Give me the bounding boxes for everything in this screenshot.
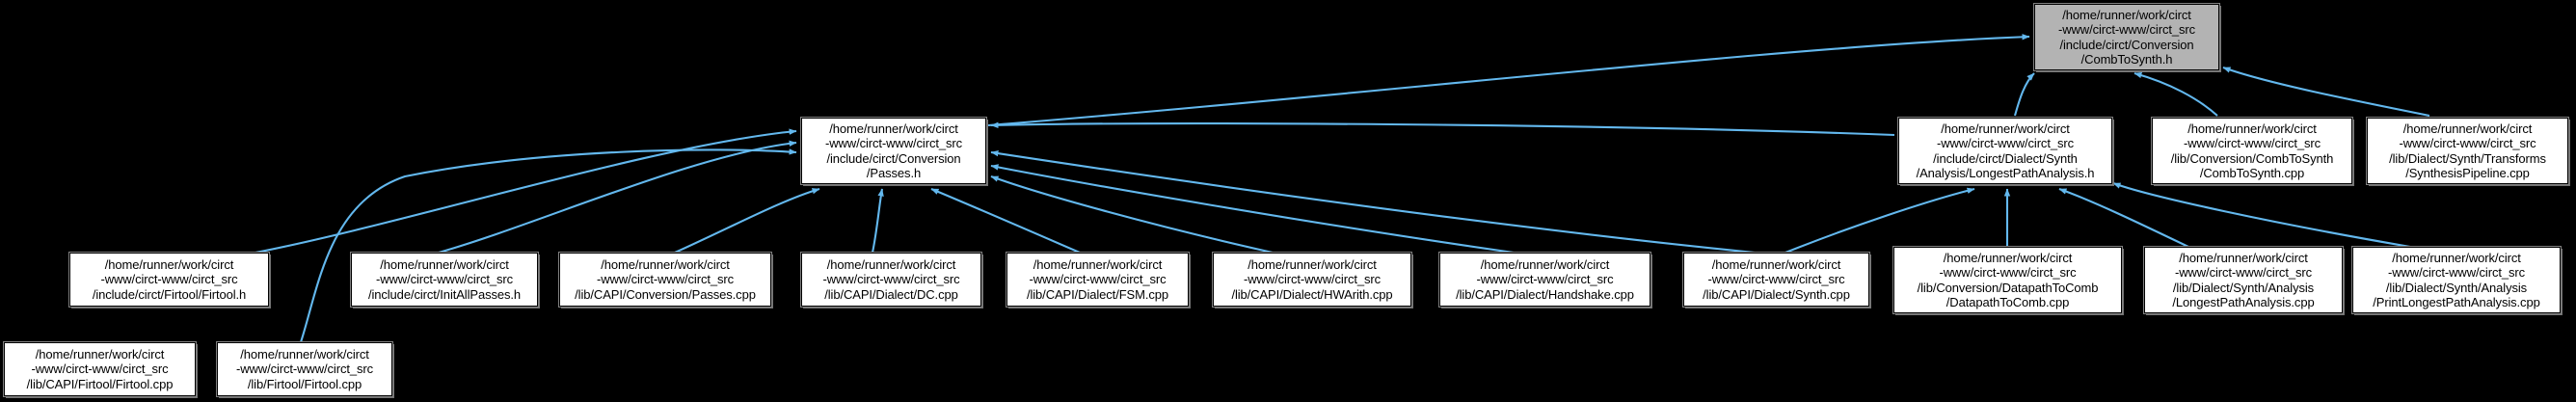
graph-edge-capi_dialect_dc_cpp--passes_h [871,188,884,254]
graph-node-passes_h[interactable]: /home/runner/work/circt -www/circt-www/c… [800,117,987,185]
graph-edge-printlongestpathanalysis_cpp--longestpathanalysis_h [2112,182,2411,249]
graph-edge-longestpathanalysis_cpp--longestpathanalysis_h [2058,188,2189,248]
graph-node-printlongestpathanalysis_cpp[interactable]: /home/runner/work/circt -www/circt-www/c… [2351,246,2562,314]
graph-node-capi_conversion_passes_cpp[interactable]: /home/runner/work/circt -www/circt-www/c… [558,252,772,308]
graph-node-capi_firtool_firtool_cpp[interactable]: /home/runner/work/circt -www/circt-www/c… [3,341,197,397]
graph-node-label: /home/runner/work/circt -www/circt-www/c… [1703,257,1850,302]
graph-edge-synthesispipeline_cpp--combtosynth_h [2222,67,2430,118]
graph-node-label: /home/runner/work/circt -www/circt-www/c… [235,347,374,391]
graph-node-firtool_firtool_cpp[interactable]: /home/runner/work/circt -www/circt-www/c… [216,341,393,397]
graph-node-label: /home/runner/work/circt -www/circt-www/c… [367,257,522,302]
graph-node-label: /home/runner/work/circt -www/circt-www/c… [2172,251,2315,309]
graph-edge-capi_dialect_synth_cpp--passes_h [990,149,1756,255]
graph-node-label: /home/runner/work/circt -www/circt-www/c… [2170,121,2334,180]
graph-edge-capi_dialect_fsm_cpp--passes_h [930,188,1081,254]
graph-node-label: /home/runner/work/circt -www/circt-www/c… [824,121,963,180]
graph-node-label: /home/runner/work/circt -www/circt-www/c… [1917,251,2099,309]
graph-edge-firtool_h--passes_h [255,128,797,255]
graph-node-datapathtocomb_cpp[interactable]: /home/runner/work/circt -www/circt-www/c… [1892,246,2123,314]
graph-node-label: /home/runner/work/circt -www/circt-www/c… [2373,251,2540,309]
graph-node-label: /home/runner/work/circt -www/circt-www/c… [92,257,247,302]
graph-node-capi_dialect_handshake_cpp[interactable]: /home/runner/work/circt -www/circt-www/c… [1438,252,1651,308]
graph-edge-passes_h--combtosynth_h [987,34,2030,127]
graph-node-label: /home/runner/work/circt -www/circt-www/c… [26,347,174,391]
graph-node-label: /home/runner/work/circt -www/circt-www/c… [1456,257,1634,302]
graph-edge-longestpathanalysis_h--passes_h [990,121,1895,137]
graph-edge-combtosynth_cpp--combtosynth_h [2133,71,2218,117]
graph-edge-initallpasses_h--passes_h [438,140,797,255]
graph-node-label: /home/runner/work/circt -www/circt-www/c… [2389,121,2546,180]
graph-node-label: /home/runner/work/circt -www/circt-www/c… [575,257,756,302]
graph-node-label: /home/runner/work/circt -www/circt-www/c… [1231,257,1393,302]
graph-node-initallpasses_h[interactable]: /home/runner/work/circt -www/circt-www/c… [350,252,539,308]
graph-node-capi_dialect_synth_cpp[interactable]: /home/runner/work/circt -www/circt-www/c… [1682,252,1870,308]
graph-edge-capi_dialect_handshake_cpp--passes_h [990,164,1515,255]
graph-node-combtosynth_cpp[interactable]: /home/runner/work/circt -www/circt-www/c… [2151,117,2353,185]
graph-edge-capi_conversion_passes_cpp--passes_h [674,187,820,254]
graph-edge-capi_dialect_synth_cpp--longestpathanalysis_h [1784,187,1975,254]
graph-node-label: /home/runner/work/circt -www/circt-www/c… [822,257,960,302]
graph-node-capi_dialect_fsm_cpp[interactable]: /home/runner/work/circt -www/circt-www/c… [1006,252,1190,308]
graph-node-firtool_h[interactable]: /home/runner/work/circt -www/circt-www/c… [68,252,270,308]
graph-node-capi_dialect_dc_cpp[interactable]: /home/runner/work/circt -www/circt-www/c… [800,252,982,308]
graph-node-synthesispipeline_cpp[interactable]: /home/runner/work/circt -www/circt-www/c… [2366,117,2569,185]
graph-node-label: /home/runner/work/circt -www/circt-www/c… [1026,257,1169,302]
graph-node-longestpathanalysis_h[interactable]: /home/runner/work/circt -www/circt-www/c… [1897,117,2113,185]
graph-edge-capi_dialect_hwarith_cpp--passes_h [990,175,1274,255]
graph-node-longestpathanalysis_cpp[interactable]: /home/runner/work/circt -www/circt-www/c… [2143,246,2344,314]
graph-node-label: /home/runner/work/circt -www/circt-www/c… [2057,8,2196,67]
graph-node-capi_dialect_hwarith_cpp[interactable]: /home/runner/work/circt -www/circt-www/c… [1212,252,1412,308]
graph-node-combtosynth_h[interactable]: /home/runner/work/circt -www/circt-www/c… [2033,3,2220,71]
graph-node-label: /home/runner/work/circt -www/circt-www/c… [1916,121,2095,180]
graph-edge-longestpathanalysis_h--combtosynth_h [2013,72,2035,117]
graph-edge-firtool_firtool_cpp--passes_h [300,148,797,343]
